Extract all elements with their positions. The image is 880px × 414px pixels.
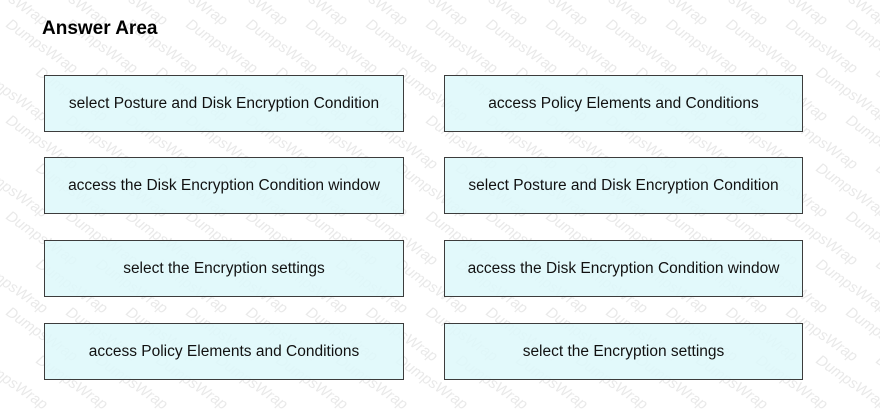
watermark-text: DumpsWrap — [842, 303, 880, 366]
watermark-text: DumpsWrap — [362, 15, 441, 78]
watermark-text: DumpsWrap — [812, 255, 880, 318]
watermark-text: DumpsWrap — [422, 15, 501, 78]
watermark-text: DumpsWrap — [602, 15, 681, 78]
watermark-text: DumpsWrap — [693, 0, 771, 29]
watermark-text: DumpsWrap — [782, 15, 861, 78]
answer-slot-3[interactable]: access the Disk Encryption Condition win… — [444, 240, 803, 297]
watermark-text: DumpsWrap — [812, 159, 880, 222]
watermark-text: DumpsWrap — [662, 15, 741, 78]
watermark-text: DumpsWrap — [633, 0, 711, 29]
watermark-text: DumpsWrap — [393, 0, 471, 29]
watermark-text: DumpsWrap — [812, 63, 880, 126]
watermark-text: DumpsWrap — [513, 0, 591, 29]
watermark-text: DumpsWrap — [302, 15, 381, 78]
watermark-text: DumpsWrap — [722, 15, 801, 78]
watermark-text: DumpsWrap — [872, 351, 880, 414]
watermark-text: DumpsWrap — [333, 0, 411, 29]
watermark-text: DumpsWrap — [182, 15, 261, 78]
watermark-text: DumpsWrap — [872, 255, 880, 318]
watermark-text: DumpsWrap — [873, 0, 880, 29]
left-option-policy-elements[interactable]: access Policy Elements and Conditions — [44, 323, 404, 380]
watermark-text: DumpsWrap — [813, 0, 880, 29]
watermark-text: DumpsWrap — [453, 0, 531, 29]
watermark-text: DumpsWrap — [153, 0, 231, 29]
watermark-text: DumpsWrap — [573, 0, 651, 29]
answer-slot-1[interactable]: access Policy Elements and Conditions — [444, 75, 803, 132]
watermark-text: DumpsWrap — [242, 15, 321, 78]
left-option-posture[interactable]: select Posture and Disk Encryption Condi… — [44, 75, 404, 132]
watermark-text: DumpsWrap — [872, 159, 880, 222]
watermark-text: DumpsWrap — [542, 15, 621, 78]
answer-slot-4[interactable]: select the Encryption settings — [444, 323, 803, 380]
watermark-text: DumpsWrap — [842, 15, 880, 78]
answer-slot-2[interactable]: select Posture and Disk Encryption Condi… — [444, 157, 803, 214]
watermark-text: DumpsWrap — [872, 63, 880, 126]
watermark-text: DumpsWrap — [482, 15, 561, 78]
watermark-text: DumpsWrap — [213, 0, 291, 29]
watermark-text: DumpsWrap — [753, 0, 831, 29]
watermark-text: DumpsWrap — [842, 111, 880, 174]
answer-area-title: Answer Area — [42, 18, 158, 39]
left-option-encryption-settings[interactable]: select the Encryption settings — [44, 240, 404, 297]
watermark-text: DumpsWrap — [842, 207, 880, 270]
watermark-text: DumpsWrap — [812, 351, 880, 414]
watermark-text: DumpsWrap — [273, 0, 351, 29]
left-option-disk-encryption-window[interactable]: access the Disk Encryption Condition win… — [44, 157, 404, 214]
